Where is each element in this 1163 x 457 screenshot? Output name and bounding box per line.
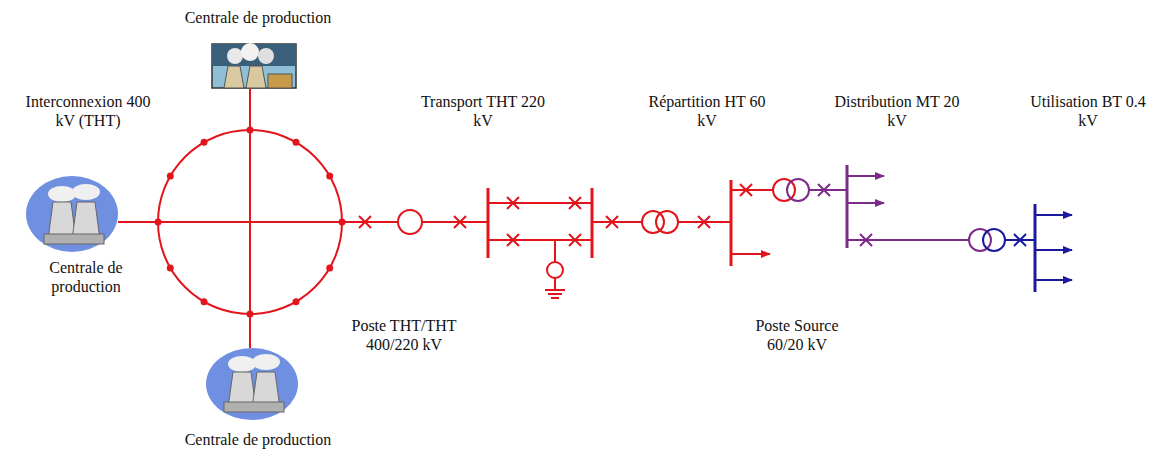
substation-label: Poste THT/THT 400/220 kV <box>339 316 469 354</box>
ring-node-dot <box>167 265 174 272</box>
ring-node-dot <box>326 173 333 180</box>
source-substation <box>773 179 809 201</box>
ring-nodes <box>155 127 346 318</box>
voltage-level-label: Interconnexion 400 kV (THT) <box>23 92 153 130</box>
station-label: Centrale de production <box>31 258 141 296</box>
ring-node-dot <box>167 173 174 180</box>
ring-node-dot <box>326 265 333 272</box>
ring-node-dot <box>293 298 300 305</box>
station-label: Centrale de production <box>148 430 368 449</box>
power-station-icon <box>212 43 296 88</box>
interconnection-ring <box>118 89 365 348</box>
ring-node-dot <box>201 298 208 305</box>
ring-node-dot <box>247 311 254 318</box>
substation-label: Poste Source 60/20 kV <box>737 316 857 354</box>
tht-ht-network <box>342 180 773 298</box>
mt-network <box>809 165 991 251</box>
voltage-level-label: Transport THT 220 kV <box>418 92 548 130</box>
ring-node-dot <box>155 219 162 226</box>
power-station-icon <box>26 176 118 252</box>
ring-node-dot <box>201 139 208 146</box>
voltage-level-label: Distribution MT 20 kV <box>832 92 962 130</box>
ring-node-dot <box>247 127 254 134</box>
power-station-icon <box>206 348 298 420</box>
lv-network <box>983 204 1072 292</box>
station-label: Centrale de production <box>148 8 368 27</box>
ring-node-dot <box>293 139 300 146</box>
voltage-level-label: Répartition HT 60 kV <box>642 92 772 130</box>
voltage-level-label: Utilisation BT 0.4 kV <box>1028 92 1148 130</box>
